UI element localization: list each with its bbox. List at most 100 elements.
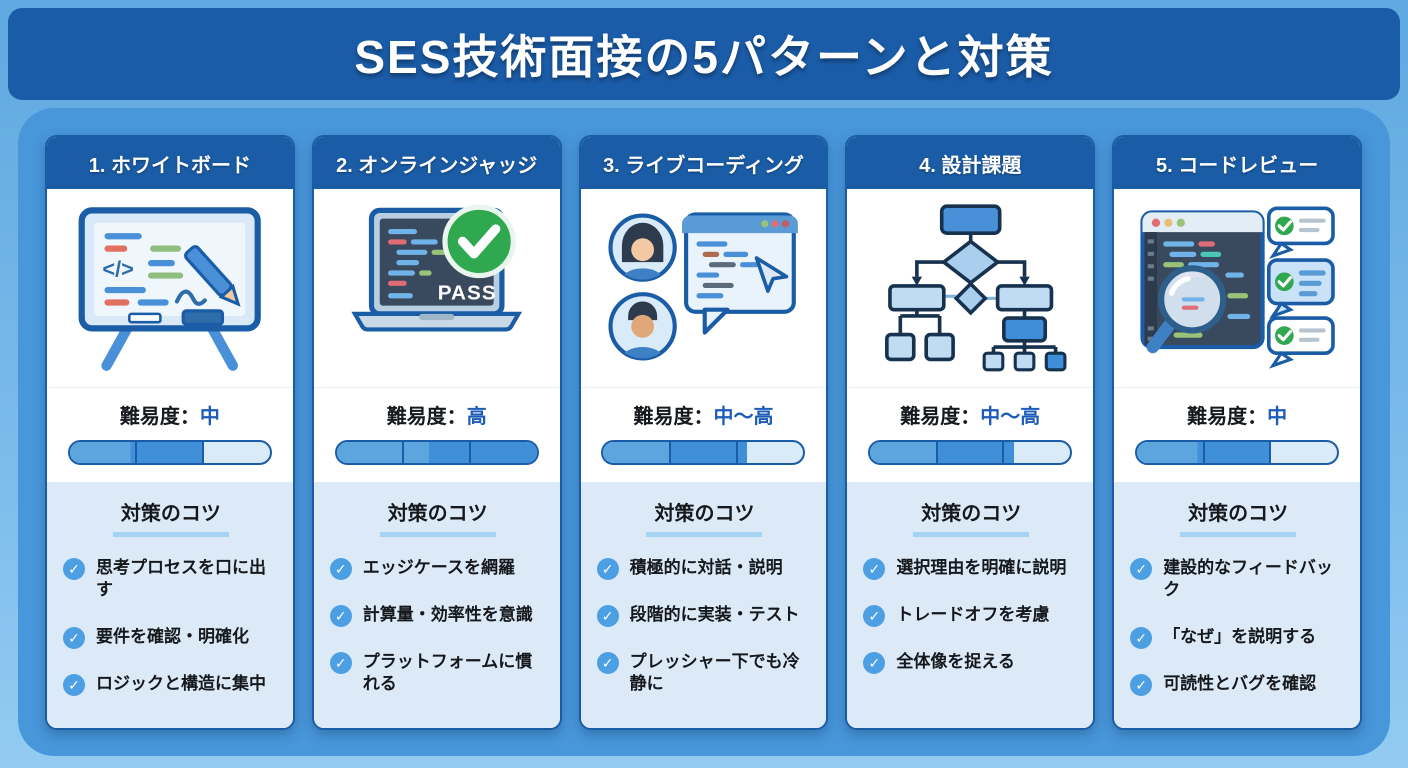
- card-title: 2. オンラインジャッジ: [336, 154, 538, 177]
- check-icon: ✓: [1130, 626, 1153, 649]
- card-online-judge: 2. オンラインジャッジ PASS: [311, 135, 562, 730]
- tip-item: ✓要件を確認・明確化: [63, 626, 279, 649]
- tip-text: 思考プロセスを口に出す: [96, 558, 266, 600]
- difficulty-label: 難易度：: [119, 406, 200, 428]
- tip-text: プレッシャー下でも冷静に: [629, 652, 800, 694]
- difficulty-value: 高: [466, 406, 487, 428]
- review-comment-bubbles: [1267, 206, 1336, 369]
- difficulty-section: 難易度：中〜高: [847, 387, 1094, 482]
- illustration-area: [847, 189, 1094, 387]
- illustration-area: PASS: [313, 189, 560, 387]
- tips-heading: 対策のコツ: [379, 497, 496, 537]
- tip-item: ✓ トレードオフを考慮: [863, 604, 1079, 627]
- tip-item: ✓ プラットフォームに慣れる: [329, 651, 546, 696]
- difficulty-value: 中: [199, 406, 220, 428]
- tips-heading: 対策のコツ: [112, 497, 229, 537]
- tip-item: ✓建設的なフィードバック: [1130, 557, 1346, 602]
- tip-item: ✓ 可読性とバグを確認: [1130, 673, 1346, 696]
- tip-item: ✓ ロジックと構造に集中: [63, 673, 279, 696]
- online-judge-illustration: PASS: [351, 204, 523, 332]
- title-banner: SES技術面接の5パターンと対策: [8, 8, 1400, 100]
- difficulty-label: 難易度：: [633, 406, 714, 428]
- illustration-area: [1114, 189, 1360, 387]
- live-coding-illustration: [608, 212, 798, 361]
- check-icon: ✓: [63, 626, 85, 649]
- tip-text: 段階的に実装・テスト: [629, 605, 800, 624]
- card-title: 1. ホワイトボード: [88, 154, 252, 177]
- tips-section: 対策のコツ ✓ 積極的に対話・説明 ✓ 段階的に実装・テスト ✓ プレッシャー下でも冷…: [580, 482, 827, 728]
- magnifier-icon: [1147, 265, 1227, 354]
- tip-text: 「なぜ」を説明する: [1163, 626, 1317, 646]
- check-icon: ✓: [329, 652, 352, 674]
- tip-text: エッジケースを網羅: [362, 558, 515, 577]
- tip-item: ✓ 選択理由を明確に説明: [863, 557, 1079, 580]
- difficulty-label: 難易度：: [1187, 406, 1268, 428]
- check-icon: ✓: [596, 605, 619, 627]
- check-icon: ✓: [1130, 673, 1153, 696]
- tip-item: ✓ 積極的に対話・説明: [596, 557, 813, 580]
- pass-label: PASS: [438, 281, 497, 304]
- tips-heading: 対策のコツ: [1180, 497, 1297, 537]
- card-header: 2. オンラインジャッジ: [313, 137, 560, 189]
- difficulty-label: 難易度：: [900, 406, 981, 428]
- tip-text: プラットフォームに慣れる: [362, 652, 533, 694]
- pattern-cards-row: 1. ホワイトボード </>: [45, 135, 1362, 730]
- page-title: SES技術面接の5パターンと対策: [354, 31, 1054, 83]
- tip-text: トレードオフを考慮: [896, 605, 1050, 624]
- tip-text: ロジックと構造に集中: [96, 673, 266, 693]
- card-header: 3. ライブコーディング: [580, 137, 827, 189]
- difficulty-section: 難易度：中: [1114, 387, 1360, 482]
- difficulty-bar: [67, 440, 272, 465]
- check-icon: ✓: [863, 652, 886, 674]
- tips-heading: 対策のコツ: [646, 497, 763, 537]
- card-code-review: 5. コードレビュー: [1112, 135, 1362, 730]
- check-icon: ✓: [329, 558, 352, 580]
- difficulty-section: 難易度：中: [47, 387, 293, 482]
- tip-item: ✓ 全体像を捉える: [863, 651, 1079, 674]
- check-icon: ✓: [596, 652, 619, 674]
- cursor-icon: [754, 256, 789, 293]
- tip-item: ✓ 思考プロセスを口に出す: [63, 557, 279, 602]
- difficulty-bar: [1135, 440, 1340, 465]
- difficulty-section: 難易度：中〜高: [580, 387, 827, 482]
- illustration-area: [580, 189, 827, 387]
- tip-text: 全体像を捉える: [896, 652, 1015, 671]
- tip-text: 可読性とバグを確認: [1163, 673, 1317, 693]
- check-icon: ✓: [863, 605, 886, 627]
- tip-text: 選択理由を明確に説明: [896, 558, 1067, 577]
- pencil-icon: [184, 245, 241, 307]
- difficulty-bar: [868, 440, 1073, 465]
- check-icon: ✓: [63, 558, 85, 580]
- difficulty-label: 難易度：: [386, 406, 467, 428]
- tips-section: 対策のコツ ✓ 選択理由を明確に説明 ✓ トレードオフを考慮 ✓ 全体像を捉える: [847, 482, 1094, 728]
- tips-heading: 対策のコツ: [913, 497, 1030, 537]
- check-icon: ✓: [863, 558, 886, 580]
- window-controls: [1152, 218, 1186, 227]
- card-title: 3. ライブコーディング: [603, 154, 804, 177]
- tips-section: 対策のコツ ✓ 思考プロセスを口に出す ✓要件を確認・明確化 ✓ ロジックと構造に集…: [47, 482, 293, 728]
- code-brackets-glyph: </>: [103, 257, 134, 282]
- tip-text: 計算量・効率性を意識: [362, 605, 533, 624]
- card-header: 4. 設計課題: [847, 137, 1094, 189]
- check-icon: ✓: [63, 673, 85, 696]
- tips-section: 対策のコツ ✓建設的なフィードバック ✓ 「なぜ」を説明する ✓ 可読性とバグを確認: [1114, 482, 1360, 728]
- design-flowchart-illustration: [884, 204, 1067, 372]
- card-title: 5. コードレビュー: [1155, 154, 1319, 177]
- tip-text: 積極的に対話・説明: [629, 558, 783, 577]
- difficulty-bar: [601, 440, 806, 465]
- difficulty-value: 中〜高: [980, 406, 1041, 428]
- tip-text: 建設的なフィードバック: [1163, 558, 1333, 600]
- tip-item: ✓ プレッシャー下でも冷静に: [596, 651, 813, 696]
- check-icon: ✓: [596, 558, 619, 580]
- tips-section: 対策のコツ ✓ エッジケースを網羅 ✓ 計算量・効率性を意識 ✓ プラットフォームに慣…: [313, 482, 560, 728]
- card-whiteboard: 1. ホワイトボード </>: [45, 135, 295, 730]
- check-icon: ✓: [329, 605, 352, 627]
- pass-check-icon: [442, 204, 516, 279]
- difficulty-value: 中: [1267, 406, 1288, 428]
- difficulty-bar: [334, 440, 539, 465]
- code-bubble: [681, 212, 798, 335]
- card-header: 5. コードレビュー: [1114, 137, 1360, 189]
- candidate-avatar: [608, 292, 677, 361]
- tip-item: ✓ 段階的に実装・テスト: [596, 604, 813, 627]
- card-header: 1. ホワイトボード: [47, 137, 293, 189]
